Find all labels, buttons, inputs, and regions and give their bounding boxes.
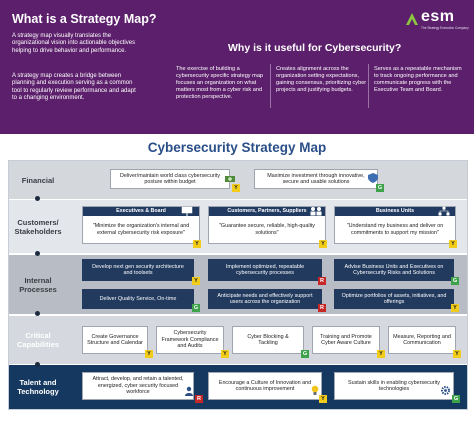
talent-objective: Attract, develop, and retain a talented,… (82, 372, 194, 400)
row-label-critical: Critical Capabilities (16, 331, 60, 349)
column-divider (270, 64, 271, 108)
map-title: Cybersecurity Strategy Map (147, 140, 327, 155)
objective-text: Measure, Reporting and Communication (393, 333, 451, 346)
shield-icon (368, 173, 378, 183)
objective-text: Encourage a Culture of Innovation and co… (218, 379, 312, 392)
stakeholder-header: Executives & Board (83, 207, 199, 216)
presentation-icon (181, 206, 193, 216)
lightbulb-icon (311, 385, 319, 395)
objective-text: Anticipate needs and effectively support… (217, 292, 313, 305)
objective-text: Deliver Quality Service, On-time (99, 295, 177, 302)
row-label-customers: Customers/ Stakeholders (14, 217, 62, 236)
why-point-1: The exercise of building a cybersecurity… (176, 66, 264, 100)
objective-text: Deliver/maintain world class cybersecuri… (119, 172, 221, 185)
why-point-2: Creates alignment across the organizatio… (276, 66, 367, 93)
status-badge: Y (193, 240, 201, 248)
people-icon (310, 207, 322, 216)
money-icon (225, 176, 235, 182)
capability-objective: Training and Promote Cyber Aware Culture (312, 326, 380, 354)
objective-text: Develop next gen security architecture a… (92, 263, 184, 276)
objective-text: "Guarantee secure, reliable, high-qualit… (218, 223, 315, 236)
status-badge: R (318, 277, 326, 285)
objective-text: Optimize portfolios of assets, initiativ… (341, 292, 447, 305)
logo-mark-icon (406, 13, 418, 25)
status-badge: Y (319, 240, 327, 248)
objective-text: "Understand my business and deliver on c… (346, 223, 444, 236)
status-badge: Y (451, 304, 459, 312)
person-icon (185, 386, 193, 396)
logo-tagline: The Strategy Execution Company (421, 26, 469, 30)
status-badge: Y (319, 395, 327, 403)
objective-text: Training and Promote Cyber Aware Culture (320, 333, 372, 346)
objective-text: Advise Business Units and Executives on … (344, 263, 444, 276)
connector-dot (35, 311, 40, 316)
status-badge: Y (377, 350, 385, 358)
row-label-talent: Talent and Technology (17, 378, 59, 396)
connector-dot (35, 362, 40, 367)
gear-icon (441, 386, 450, 395)
internal-objective: Optimize portfolios of assets, initiativ… (334, 289, 454, 309)
org-chart-icon (438, 206, 450, 216)
capability-objective: Measure, Reporting and Communication (388, 326, 456, 354)
objective-text: Maximize investment through innovative, … (267, 172, 365, 185)
objective-text: Attract, develop, and retain a talented,… (92, 376, 184, 396)
esm-logo: esm The Strategy Execution Company (404, 8, 469, 34)
talent-objective: Sustain skills in enabling cybersecurity… (334, 372, 454, 400)
objective-text: Implement optimized, repeatable cybersec… (225, 263, 305, 276)
status-badge: G (451, 277, 459, 285)
connector-dot (35, 251, 40, 256)
status-badge: R (195, 395, 203, 403)
row-label-internal: Internal Processes (19, 275, 57, 294)
status-badge: Y (145, 350, 153, 358)
status-badge: G (376, 184, 384, 192)
connector-dot (35, 196, 40, 201)
financial-band (9, 161, 467, 199)
intro-paragraph-2: A strategy map creates a bridge between … (12, 73, 136, 101)
talent-objective: Encourage a Culture of Innovation and co… (208, 372, 322, 400)
objective-text: Cyber Blocking & Tackling (247, 333, 289, 346)
capability-objective: Create Governance Structure and Calendar (82, 326, 148, 354)
internal-objective: Advise Business Units and Executives on … (334, 259, 454, 281)
status-badge: G (192, 304, 200, 312)
capability-objective: Cyber Blocking & Tackling (232, 326, 304, 354)
internal-objective: Deliver Quality Service, On-time (82, 289, 194, 309)
objective-text: Sustain skills in enabling cybersecurity… (348, 379, 440, 392)
status-badge: G (452, 395, 460, 403)
status-badge: Y (449, 240, 457, 248)
objective-text: "Minimize the organization's internal an… (92, 223, 190, 236)
row-label-financial: Financial (21, 175, 55, 185)
why-point-3: Serves as a repeatable mechanism to trac… (374, 66, 462, 93)
financial-objective: Maximize investment through innovative, … (254, 169, 378, 189)
status-badge: Y (453, 350, 461, 358)
status-badge: G (301, 350, 309, 358)
internal-objective: Anticipate needs and effectively support… (208, 289, 322, 309)
intro-paragraph-1: A strategy map visually translates the o… (12, 33, 136, 54)
header-banner: What is a Strategy Map? A strategy map v… (0, 0, 474, 134)
stakeholder-objective: Business Units "Understand my business a… (334, 206, 456, 244)
capability-objective: Cybersecurity Framework Compliance and A… (156, 326, 224, 354)
status-badge: Y (221, 350, 229, 358)
stakeholder-objective: Executives & Board "Minimize the organiz… (82, 206, 200, 244)
why-title: Why is it useful for Cybersecurity? (228, 42, 402, 54)
internal-objective: Implement optimized, repeatable cybersec… (208, 259, 322, 281)
status-badge: Y (232, 184, 240, 192)
internal-objective: Develop next gen security architecture a… (82, 259, 194, 281)
stakeholder-header: Business Units (335, 207, 455, 216)
financial-objective: Deliver/maintain world class cybersecuri… (110, 169, 230, 189)
column-divider (368, 64, 369, 108)
stakeholder-objective: Customers, Partners, Suppliers "Guarante… (208, 206, 326, 244)
status-badge: R (318, 304, 326, 312)
stakeholder-header: Customers, Partners, Suppliers (209, 207, 325, 216)
objective-text: Cybersecurity Framework Compliance and A… (161, 330, 219, 350)
intro-title: What is a Strategy Map? (12, 12, 157, 26)
logo-text: esm (421, 8, 455, 25)
status-badge: Y (192, 277, 200, 285)
objective-text: Create Governance Structure and Calendar (87, 333, 143, 346)
